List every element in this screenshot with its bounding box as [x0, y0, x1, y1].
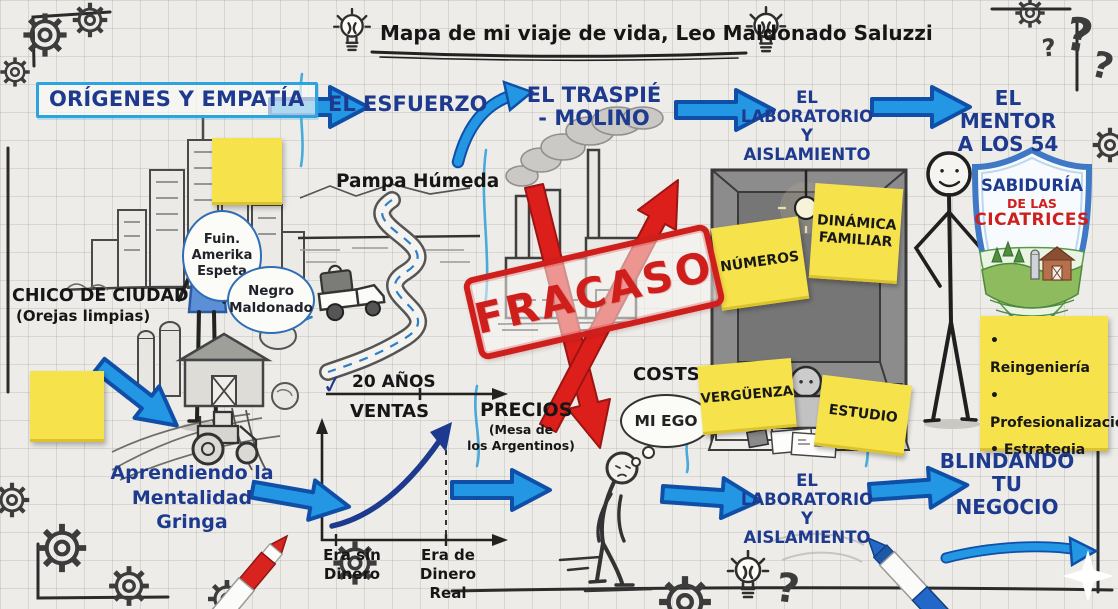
pampa-label: Pampa Húmeda: [336, 171, 500, 192]
list-item: • Estrategia: [990, 442, 1086, 459]
mentor-figure: [913, 151, 986, 429]
blue-marker-pen: [866, 536, 956, 609]
stage-laboratory: EL LABORATORIO Y AISLAMIENTO: [740, 88, 874, 164]
wisdom-shield: [971, 146, 1093, 337]
sticky-note-dinamica: DINÁMICA FAMILIAR: [808, 183, 904, 284]
sad-figure: [558, 451, 654, 593]
timeline-sketch: [326, 388, 508, 400]
years-label: 20 AÑOS: [352, 372, 436, 392]
sparkle-icon: [1062, 550, 1114, 602]
sticky-note-verguenza: VERGÜENZA: [697, 358, 797, 435]
shield-subtitle: DE LAS: [1007, 196, 1057, 211]
sticky-note-estudio: ESTUDIO: [814, 374, 912, 457]
shield-title: SABIDURÍA: [980, 176, 1084, 195]
ventas-chart-sketch: [316, 418, 508, 546]
flow-arrows: [85, 80, 1099, 568]
stage-mentor: EL MENTOR A LOS 54: [957, 86, 1059, 156]
shield-barn-icon: [991, 240, 1076, 281]
chico-label: CHICO DE CIUDAD: [12, 286, 189, 306]
speech-bubble-1: Fuin. Amerika Espeta: [182, 210, 262, 302]
blindando-label: BLINDANDO TU NEGOCIO: [939, 449, 1075, 519]
era-label-2: Era de Dinero Real: [419, 546, 477, 602]
ventas-label: VENTAS: [350, 401, 430, 422]
farm-sketch: [111, 321, 299, 481]
costs-label: COSTS: [633, 364, 700, 385]
sticky-note-numeros: NÚMEROS: [710, 216, 810, 311]
precios-sublabel: (Mesa de los Argentinos): [467, 422, 575, 453]
chico-sublabel: (Orejas limpias): [16, 307, 151, 325]
stage-stumble: EL TRASPIÉ - MOLINO: [526, 83, 662, 131]
thought-dot: [642, 446, 655, 459]
pencil-scribble: [769, 533, 865, 563]
lightbulb-icon: [332, 8, 372, 52]
pampa-road-sketch: [294, 183, 481, 381]
sticky-note-blank: [212, 138, 282, 205]
stage-origins: ORÍGENES Y EMPATÍA: [36, 82, 318, 118]
lightbulb-icon: [726, 550, 770, 599]
page-title: Mapa de mi viaje de vida, Leo Maldonado …: [380, 21, 933, 45]
stage-effort: EL ESFUERZO: [328, 92, 488, 116]
tractor-icon: [191, 410, 259, 466]
list-item: • Reingeniería: [990, 333, 1090, 377]
bottom-laboratory-label: EL LABORATORIO Y AISLAMIENTO: [740, 471, 874, 547]
question-mark-icon: ?: [1040, 33, 1058, 63]
list-item: • Profesionalización: [990, 387, 1118, 431]
era-label-1: Era sin Dinero: [323, 546, 381, 583]
shield-subtitle-2: CICATRICES: [974, 210, 1090, 230]
frame-strokes: [6, 7, 1114, 600]
speech-bubble-2: Negro Maldonado: [227, 266, 315, 334]
thought-dot: [631, 457, 641, 467]
precios-label: PRECIOS: [480, 399, 573, 421]
title-underline: [370, 50, 748, 62]
sticky-note-mentor-list: • Reingeniería • Profesionalización • Es…: [980, 316, 1118, 458]
arrow-right-icon: [450, 468, 552, 512]
red-marker-pen: [208, 534, 289, 609]
learning-label: Aprendiendo la Mentalidad Gringa: [110, 462, 274, 534]
truck-icon: [294, 264, 386, 324]
sticky-note-blank: [30, 371, 104, 442]
ego-thought-cloud: MI EGO: [620, 394, 712, 448]
